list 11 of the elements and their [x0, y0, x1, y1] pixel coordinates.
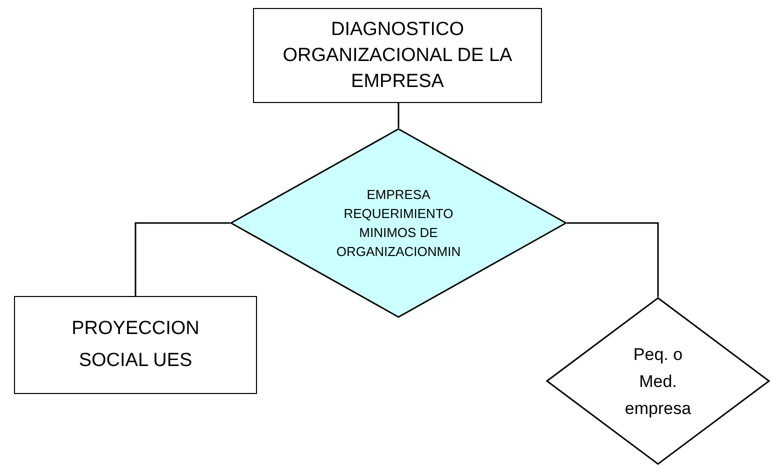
decision-diamond	[546, 297, 770, 465]
node-text: PROYECCION SOCIAL UES	[70, 317, 200, 373]
process-box	[253, 8, 542, 103]
connector-line	[567, 222, 659, 297]
node-text: DIAGNOSTICO ORGANIZACIONAL DE LA EMPRESA	[282, 18, 514, 94]
node-text: Peq. o Med. empresa	[624, 344, 692, 420]
process-box	[14, 296, 257, 394]
connector-line	[397, 102, 400, 128]
connector-line	[134, 222, 230, 296]
decision-diamond	[230, 128, 567, 318]
node-text: EMPRESA REQUERIMIENTO MINIMOS DE ORGANIZACIONMIN	[335, 186, 462, 261]
